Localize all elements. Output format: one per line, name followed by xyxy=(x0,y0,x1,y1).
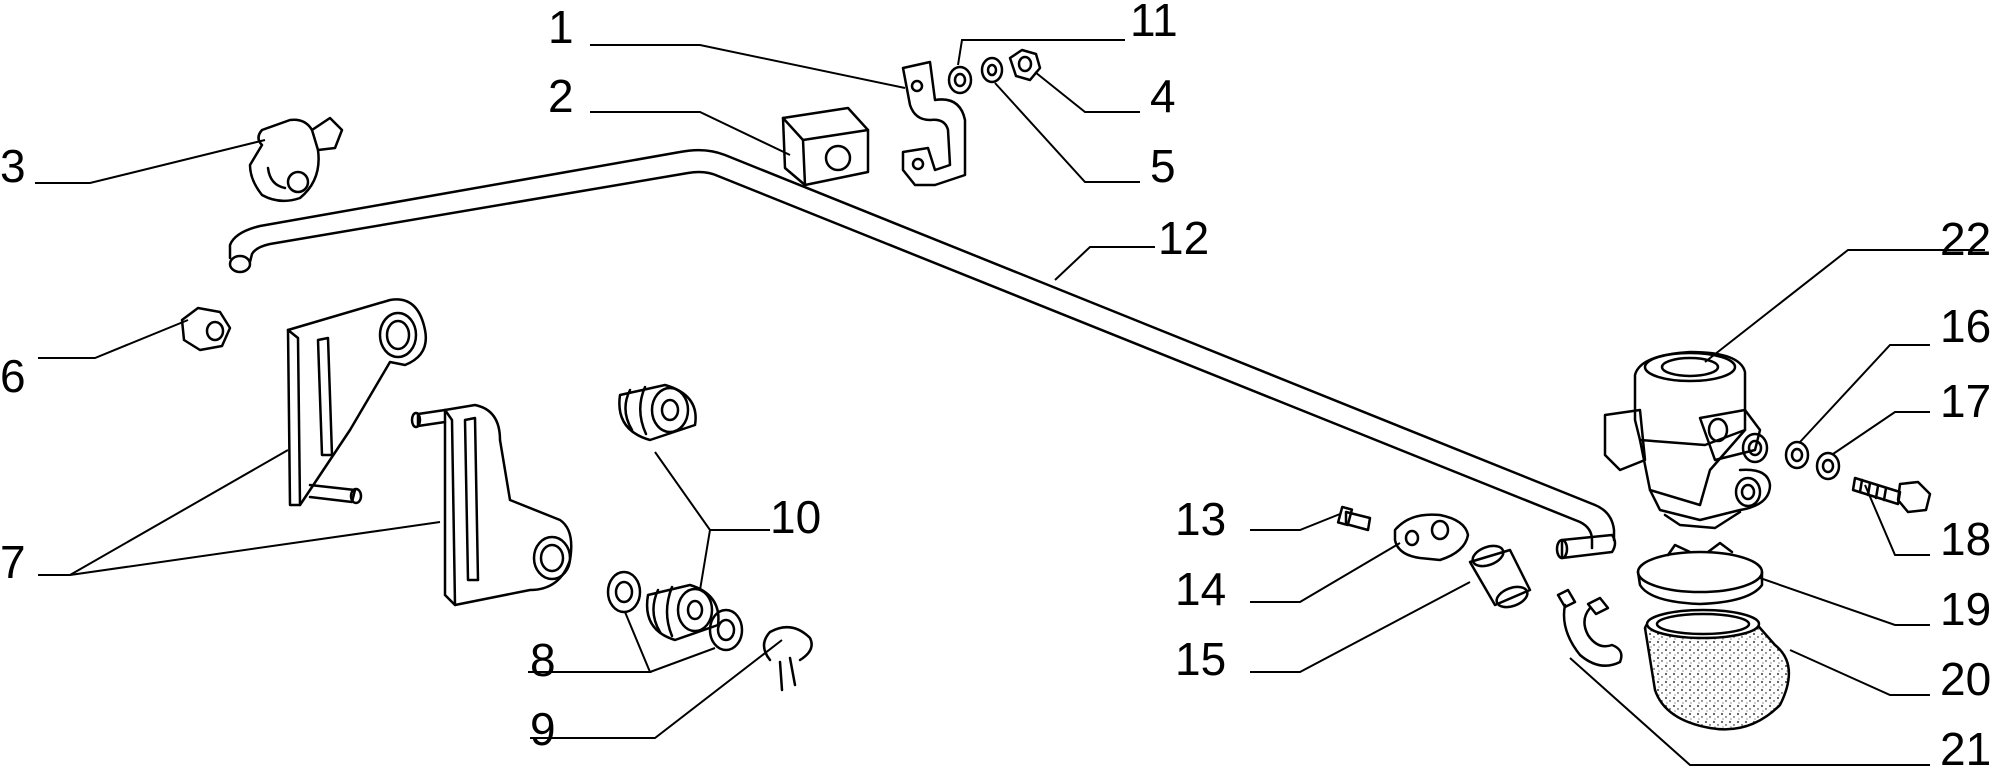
washer-5 xyxy=(980,56,1004,84)
leader-10a xyxy=(654,451,770,531)
washer-8b xyxy=(708,608,744,652)
bar-bushing xyxy=(781,106,870,187)
label-18: 18 xyxy=(1940,513,1991,565)
leader-4 xyxy=(1034,71,1140,113)
label-8: 8 xyxy=(530,634,556,686)
rubber-bushing-upper xyxy=(618,383,697,442)
label-21: 21 xyxy=(1940,723,1991,768)
leader-2 xyxy=(590,111,791,156)
leader-22 xyxy=(1704,249,1985,363)
leader-5 xyxy=(994,82,1140,183)
label-4: 4 xyxy=(1150,70,1176,122)
spring-clip xyxy=(762,625,813,692)
label-9: 9 xyxy=(530,703,556,755)
leader-9 xyxy=(530,639,783,739)
label-2: 2 xyxy=(548,70,574,122)
label-5: 5 xyxy=(1150,140,1176,192)
rubber-bushing-lower xyxy=(645,583,720,642)
leader-14 xyxy=(1250,542,1401,603)
leader-8b xyxy=(649,647,716,673)
mounting-bracket-rear xyxy=(286,298,428,507)
stabilizer-bar xyxy=(228,148,1617,560)
leader-12 xyxy=(1054,246,1155,281)
hex-bolt xyxy=(1851,476,1932,514)
leader-18 xyxy=(1864,484,1930,556)
clamp-with-wing xyxy=(248,116,344,203)
nut-6 xyxy=(180,306,232,352)
leader-15 xyxy=(1250,581,1471,673)
nut-4 xyxy=(1008,48,1042,82)
leader-7a xyxy=(38,449,289,576)
leader-20 xyxy=(1789,649,1930,696)
clamp-bracket xyxy=(901,60,967,187)
label-15: 15 xyxy=(1175,633,1226,685)
label-20: 20 xyxy=(1940,653,1991,705)
leader-16 xyxy=(1799,344,1930,443)
label-6: 6 xyxy=(0,350,26,402)
hose-clip xyxy=(1556,588,1623,667)
label-22: 22 xyxy=(1940,213,1991,265)
leader-6 xyxy=(38,319,189,359)
leader-1 xyxy=(590,44,906,89)
washer-8a xyxy=(606,570,642,614)
clamp-ring xyxy=(1636,541,1764,606)
label-11: 11 xyxy=(1130,0,1178,46)
leader-3 xyxy=(35,139,266,184)
sleeve xyxy=(1468,544,1532,609)
label-12: 12 xyxy=(1158,212,1209,264)
washer-17 xyxy=(1815,451,1841,481)
leader-13 xyxy=(1250,513,1341,531)
leader-17 xyxy=(1832,411,1930,455)
label-14: 14 xyxy=(1175,563,1226,615)
small-screw xyxy=(1336,505,1372,532)
label-3: 3 xyxy=(0,140,26,192)
washer-16 xyxy=(1784,440,1810,470)
leader-19 xyxy=(1759,577,1930,626)
washer-11 xyxy=(947,65,973,95)
leader-lines xyxy=(35,39,1985,766)
dust-boot xyxy=(1643,608,1791,731)
regulator-body xyxy=(1603,350,1772,530)
leader-7b xyxy=(69,521,441,576)
label-17: 17 xyxy=(1940,375,1991,427)
label-13: 13 xyxy=(1175,493,1226,545)
leader-10b xyxy=(699,529,770,591)
label-7: 7 xyxy=(0,536,26,588)
label-10: 10 xyxy=(770,491,821,543)
mounting-bracket-front xyxy=(410,403,573,607)
leader-11 xyxy=(957,39,1125,66)
link-plate xyxy=(1393,513,1470,562)
label-16: 16 xyxy=(1940,300,1991,352)
leader-21 xyxy=(1569,657,1930,766)
label-19: 19 xyxy=(1940,583,1991,635)
label-1: 1 xyxy=(548,1,574,53)
